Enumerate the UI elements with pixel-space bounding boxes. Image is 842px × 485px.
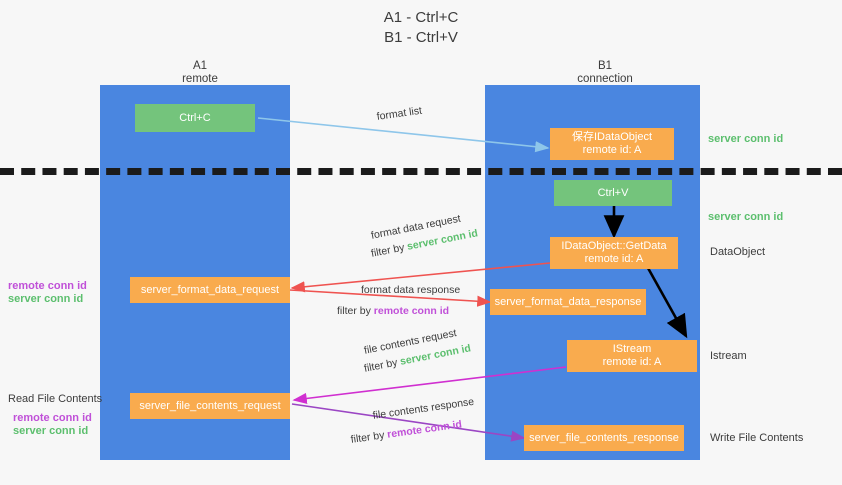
- column-header-b1: B1 connection: [535, 60, 675, 86]
- annotation-server-conn-id-left-mid-text: server conn id: [8, 293, 84, 305]
- edge-label-format-list-text: format list: [376, 104, 423, 123]
- remote-conn-id-ref-1: remote conn id: [373, 305, 450, 317]
- annotation-server-conn-id-top-text: server conn id: [708, 133, 784, 145]
- annotation-server-conn-id-bottom: server conn id: [13, 424, 88, 438]
- annotation-server-conn-id-mid-text: server conn id: [708, 211, 784, 223]
- annotation-server-conn-id-left-mid: server conn id: [8, 292, 83, 306]
- edge-label-format-list: format list: [376, 105, 423, 124]
- annotation-server-conn-id-bottom-text: server conn id: [13, 425, 89, 437]
- node-save-idataobject-title: 保存IDataObject: [571, 131, 653, 143]
- node-server-format-data-request-label: server_format_data_request: [140, 283, 280, 296]
- annotation-remote-conn-id-mid-text: remote conn id: [8, 280, 87, 292]
- node-server-format-data-request[interactable]: server_format_data_request: [130, 277, 290, 303]
- annotation-remote-conn-id-bottom-text: remote conn id: [13, 412, 92, 424]
- column-header-a1: A1 remote: [140, 60, 260, 86]
- node-server-format-data-response[interactable]: server_format_data_response: [490, 289, 646, 315]
- node-server-file-contents-request[interactable]: server_file_contents_request: [130, 393, 290, 419]
- node-istream-title: IStream: [612, 343, 652, 355]
- node-idataobject-getdata-title: IDataObject::GetData: [561, 240, 667, 252]
- annotation-write-file-contents: Write File Contents: [710, 431, 803, 445]
- node-idataobject-getdata[interactable]: IDataObject::GetData remote id: A: [550, 237, 678, 269]
- node-istream[interactable]: IStream remote id: A: [567, 340, 697, 372]
- node-save-idataobject[interactable]: 保存IDataObject remote id: A: [550, 128, 674, 160]
- edge-label-format-data-response-text: format data response: [361, 284, 461, 296]
- column-a1-sub: remote: [182, 73, 218, 85]
- annotation-remote-conn-id-bottom: remote conn id: [13, 411, 92, 425]
- node-server-file-contents-response-label: server_file_contents_response: [529, 431, 679, 444]
- node-save-idataobject-sub: remote id: A: [582, 144, 642, 156]
- node-server-file-contents-response[interactable]: server_file_contents_response: [524, 425, 684, 451]
- annotation-istream-text: Istream: [710, 350, 747, 362]
- column-b1-name: B1: [597, 60, 613, 72]
- diagram-title: A1 - Ctrl+C B1 - Ctrl+V: [0, 8, 842, 48]
- edge-label-file-contents-response-filter: filter by remote conn id: [350, 418, 463, 446]
- phase-divider: [0, 168, 842, 175]
- annotation-dataobject-text: DataObject: [710, 246, 766, 258]
- filter-by-text-2: filter by: [337, 305, 371, 317]
- edge-label-format-data-response: format data response: [361, 284, 460, 297]
- column-b1-sub: connection: [577, 73, 633, 85]
- annotation-write-file-contents-text: Write File Contents: [710, 432, 804, 444]
- filter-by-text-3: filter by: [363, 356, 399, 375]
- annotation-dataobject: DataObject: [710, 245, 765, 259]
- title-line-1: A1 - Ctrl+C: [383, 9, 459, 26]
- remote-conn-id-ref-2: remote conn id: [386, 418, 463, 441]
- title-line-2: B1 - Ctrl+V: [384, 29, 458, 46]
- annotation-istream: Istream: [710, 349, 747, 363]
- node-ctrl-c-label: Ctrl+C: [179, 111, 211, 124]
- node-ctrl-c[interactable]: Ctrl+C: [135, 104, 255, 132]
- annotation-read-file-contents: Read File Contents: [8, 392, 102, 406]
- edge-label-format-data-response-filter: filter by remote conn id: [337, 305, 449, 318]
- node-istream-sub: remote id: A: [602, 356, 662, 368]
- node-idataobject-getdata-sub: remote id: A: [584, 253, 644, 265]
- node-server-format-data-response-label: server_format_data_response: [494, 295, 642, 308]
- filter-by-text-1: filter by: [370, 241, 406, 260]
- annotation-server-conn-id-mid: server conn id: [708, 210, 783, 224]
- node-server-file-contents-request-label: server_file_contents_request: [139, 399, 281, 412]
- column-a1-name: A1: [192, 60, 208, 72]
- annotation-server-conn-id-top: server conn id: [708, 132, 783, 146]
- node-ctrl-v-label: Ctrl+V: [597, 186, 629, 199]
- annotation-read-file-contents-text: Read File Contents: [8, 393, 103, 405]
- filter-by-text-4: filter by: [350, 429, 386, 446]
- node-ctrl-v[interactable]: Ctrl+V: [554, 180, 672, 206]
- annotation-remote-conn-id-mid: remote conn id: [8, 279, 87, 293]
